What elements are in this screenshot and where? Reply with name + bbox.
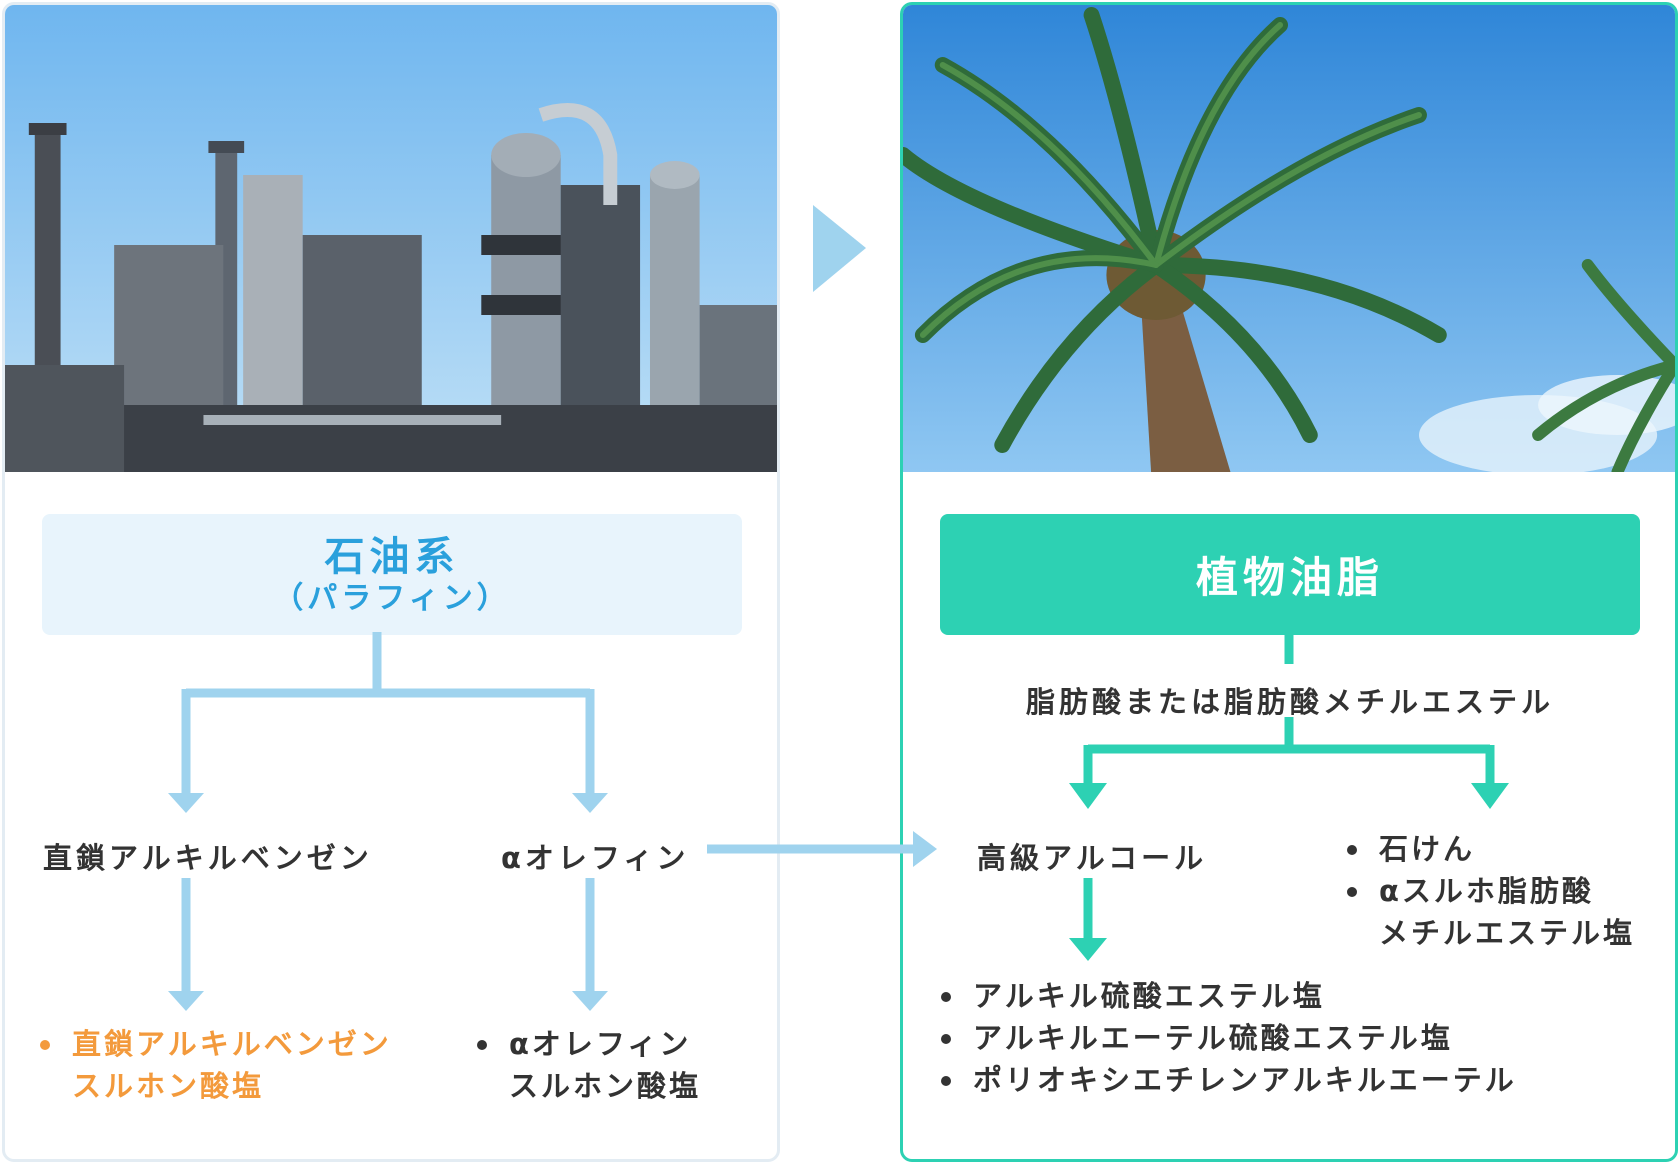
panel-transition-arrow	[813, 205, 866, 292]
aos-product-item: αオレフィン スルホン酸塩	[475, 1023, 701, 1107]
petroleum-title: 石油系	[324, 533, 460, 580]
mes-item: αスルホ脂肪酸 メチルエステル塩	[1345, 870, 1635, 954]
linear-alkylbenzene-label: 直鎖アルキルベンゼン	[43, 841, 373, 875]
plant-oil-panel: 植物油脂 脂肪酸または脂肪酸メチルエステル 高級アルコール 石けん αスルホ脂肪…	[900, 2, 1678, 1162]
mes-line1: αスルホ脂肪酸	[1379, 874, 1594, 908]
mes-line2: メチルエステル塩	[1379, 916, 1636, 950]
poe-alkyl-ether-text: ポリオキシエチレンアルキルエーテル	[973, 1063, 1517, 1097]
petroleum-panel: 石油系 （パラフィン） 直鎖アルキルベンゼン αオレフィン 直鎖アルキルベンゼン…	[2, 2, 780, 1162]
industrial-plant-photo	[5, 5, 777, 472]
alpha-olefin-label: αオレフィン	[501, 841, 690, 875]
las-product-list: 直鎖アルキルベンゼン スルホン酸塩	[38, 1023, 392, 1107]
palm-tree-photo	[903, 5, 1675, 472]
soap-text: 石けん	[1379, 832, 1476, 866]
alkyl-ether-sulfate-text: アルキルエーテル硫酸エステル塩	[973, 1021, 1453, 1055]
alcohol-product-list: アルキル硫酸エステル塩 アルキルエーテル硫酸エステル塩 ポリオキシエチレンアルキ…	[939, 975, 1517, 1101]
alkyl-ether-sulfate-item: アルキルエーテル硫酸エステル塩	[939, 1017, 1517, 1059]
petroleum-subtitle: （パラフィン）	[273, 580, 511, 616]
plant-oil-title-box: 植物油脂	[940, 514, 1640, 635]
higher-alcohol-label: 高級アルコール	[977, 841, 1208, 875]
alkyl-sulfate-text: アルキル硫酸エステル塩	[973, 979, 1325, 1013]
aos-product-list: αオレフィン スルホン酸塩	[475, 1023, 701, 1107]
aos-product-line1: αオレフィン	[509, 1027, 692, 1061]
alkyl-sulfate-item: アルキル硫酸エステル塩	[939, 975, 1517, 1017]
fatty-acid-label: 脂肪酸または脂肪酸メチルエステル	[1026, 685, 1555, 719]
soap-item: 石けん	[1345, 828, 1635, 870]
las-product-line2: スルホン酸塩	[72, 1069, 265, 1103]
las-product-line1: 直鎖アルキルベンゼン	[72, 1027, 392, 1061]
fatty-acid-product-list: 石けん αスルホ脂肪酸 メチルエステル塩	[1345, 828, 1635, 954]
las-product-item: 直鎖アルキルベンゼン スルホン酸塩	[38, 1023, 392, 1107]
aos-product-line2: スルホン酸塩	[509, 1069, 702, 1103]
petroleum-title-box: 石油系 （パラフィン）	[42, 514, 742, 635]
poe-alkyl-ether-item: ポリオキシエチレンアルキルエーテル	[939, 1059, 1517, 1101]
plant-oil-title: 植物油脂	[1195, 553, 1384, 602]
